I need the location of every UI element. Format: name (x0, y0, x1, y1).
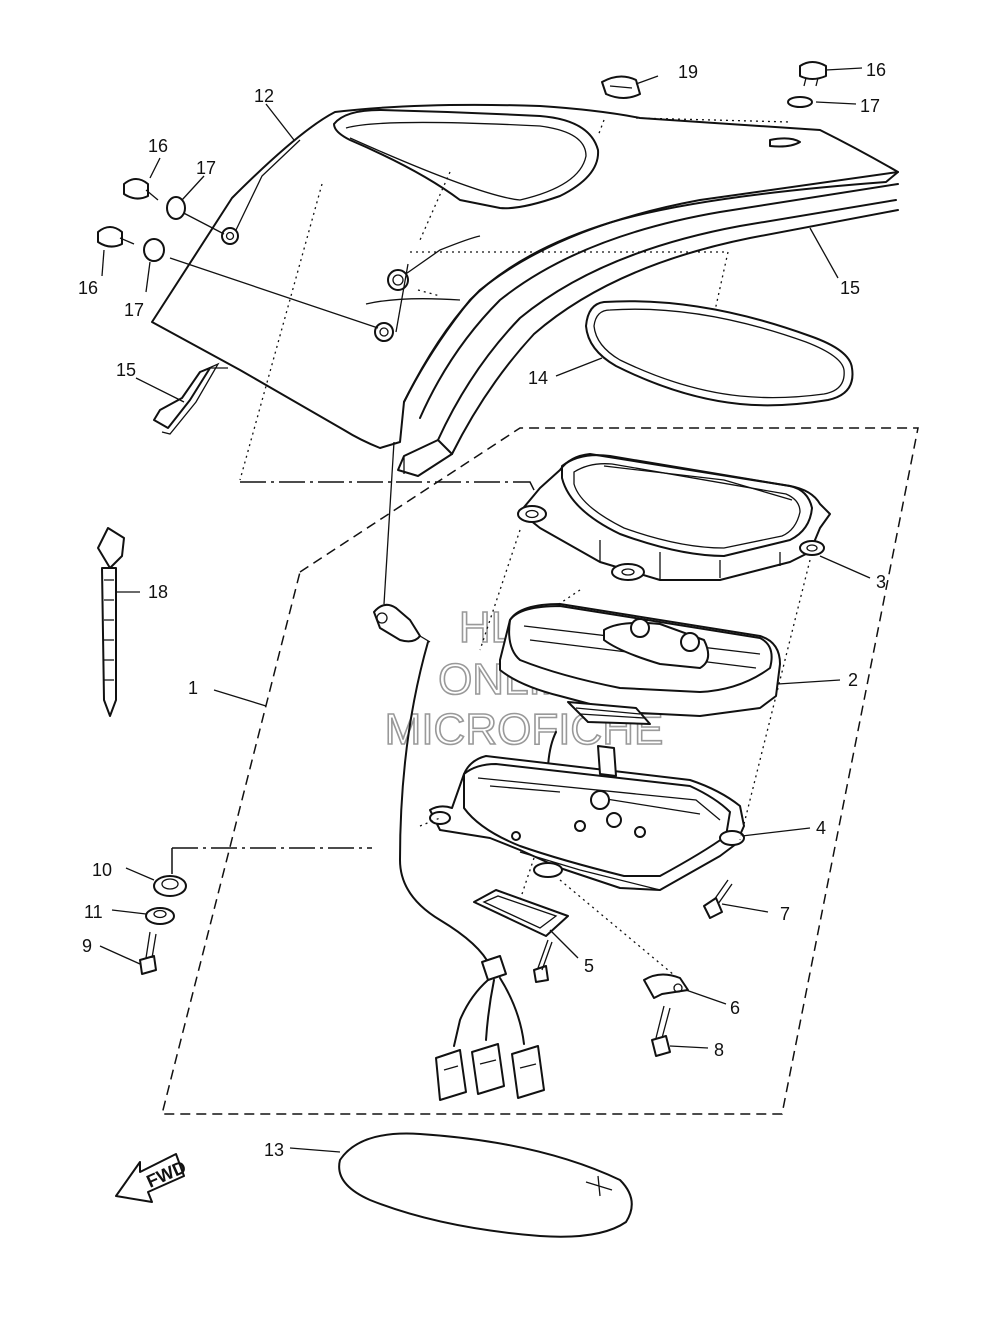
screw-7 (703, 879, 733, 919)
callout-8: 8 (714, 1040, 724, 1060)
callout-13: 13 (264, 1140, 284, 1160)
cover-mount-hole (374, 322, 394, 342)
meter-cover (151, 103, 899, 477)
cover-grommet (387, 269, 409, 291)
collar-11 (145, 907, 175, 925)
callout-11: 11 (84, 902, 103, 922)
screw-5 (533, 939, 553, 983)
callout-1: 1 (188, 678, 198, 698)
callout-6: 6 (730, 998, 740, 1018)
meter-connector (567, 701, 651, 725)
callout-10: 10 (92, 860, 112, 880)
callout-7: 7 (780, 904, 790, 924)
callout-18: 18 (148, 582, 168, 602)
callout-9: 9 (82, 936, 92, 956)
protective-sheet (338, 1132, 633, 1238)
screw-16-left-a (123, 178, 159, 201)
washer-17-left-a (166, 196, 186, 220)
lens-gasket (585, 300, 854, 407)
callout-16-left-b: 16 (78, 278, 98, 298)
callout-19: 19 (678, 62, 698, 82)
grommet-19 (601, 75, 641, 99)
cover-screw-hole (769, 137, 801, 148)
callout-3: 3 (876, 572, 886, 592)
leader-lines (99, 67, 871, 1153)
wire-harness (435, 955, 545, 1101)
harness-grommet (373, 603, 491, 967)
coupler-2 (471, 1043, 505, 1095)
grommet-10 (153, 875, 187, 897)
callout-17-top: 17 (860, 96, 880, 116)
meter-lower-case (429, 745, 745, 891)
callout-15-right: 15 (840, 278, 860, 298)
callout-4: 4 (816, 818, 826, 838)
callout-15-left: 15 (116, 360, 136, 380)
washer-17-left-b (143, 238, 165, 262)
bolt-9 (139, 931, 157, 975)
meter-upper-case (517, 453, 831, 581)
callout-17-left-a: 17 (196, 158, 216, 178)
coupler-3 (511, 1045, 545, 1099)
callout-14: 14 (528, 368, 548, 388)
screw-8 (651, 1005, 671, 1057)
callout-16-top: 16 (866, 60, 886, 80)
screw-16-left-b (97, 226, 135, 248)
callout-5: 5 (584, 956, 594, 976)
callout-labels: 12 19 16 17 16 17 16 17 15 15 14 3 2 4 1… (78, 60, 886, 1160)
callout-12: 12 (254, 86, 274, 106)
clamp-6 (643, 973, 689, 999)
callout-16-left-a: 16 (148, 136, 168, 156)
washer-17-top (787, 96, 813, 108)
forward-arrow: FWD (115, 1153, 189, 1203)
callout-2: 2 (848, 670, 858, 690)
screw-16-top (799, 61, 827, 87)
cable-tie (97, 527, 125, 717)
meter-gasket (473, 889, 569, 937)
assembly-boundary (161, 427, 919, 1115)
coupler-1 (435, 1049, 467, 1101)
callout-17-left-b: 17 (124, 300, 144, 320)
